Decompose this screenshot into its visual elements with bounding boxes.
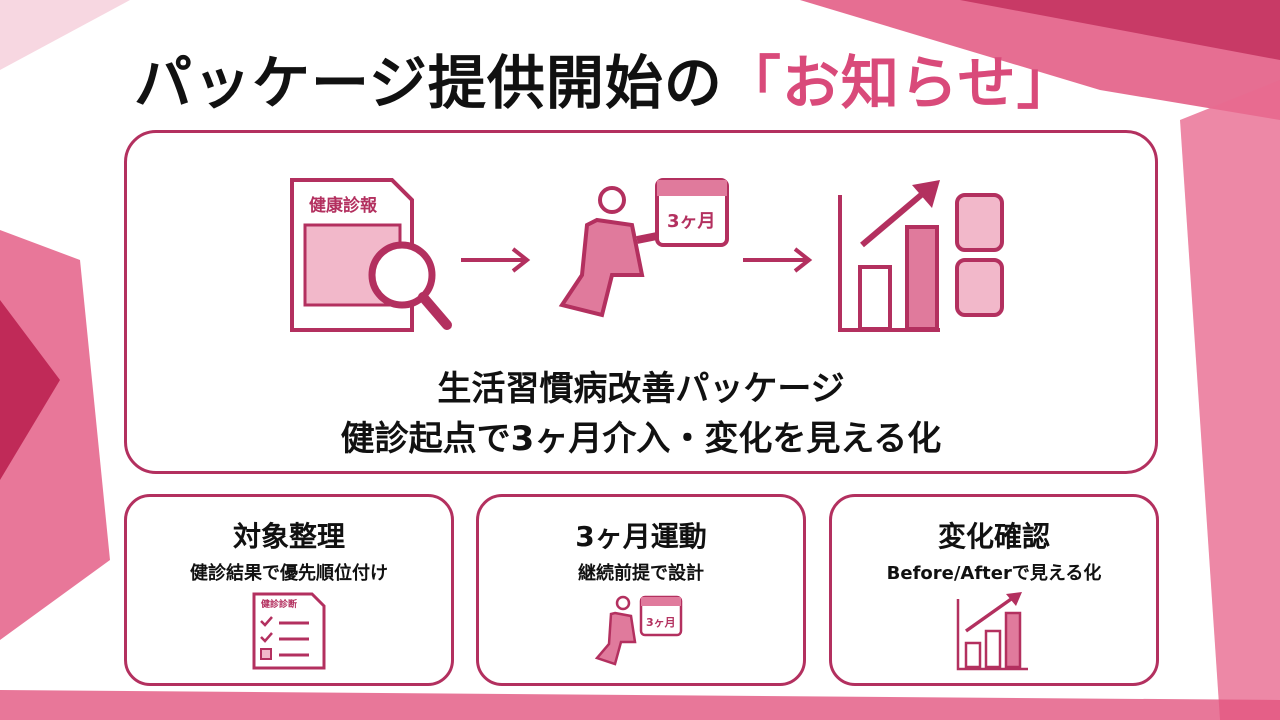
title-main: パッケージ提供開始の — [134, 49, 723, 117]
growth-chart-icon — [838, 180, 1004, 332]
health-report-icon: 健康診報 — [290, 178, 452, 332]
card-change-check: 変化確認 Before/Afterで見える化 — [829, 494, 1159, 686]
icon-label: 3ヶ月 — [646, 616, 676, 629]
hero-panel: 健康診報 3ヶ月 生活習慣病改善パッケージ 健診起点で3ヶ月介入・変化を見える化 — [124, 130, 1158, 474]
card-subtitle: 継続前提で設計 — [578, 563, 704, 584]
arrow-right-icon — [743, 247, 813, 273]
checklist-icon: 健診診断 — [252, 592, 326, 670]
card-target-organize: 対象整理 健診結果で優先順位付け 健診診断 — [124, 494, 454, 686]
icon-label: 健診診断 — [261, 598, 297, 610]
hero-headline: 生活習慣病改善パッケージ — [437, 369, 845, 409]
card-title: 3ヶ月運動 — [575, 520, 707, 553]
growth-chart-icon — [956, 592, 1028, 671]
card-subtitle: 健診結果で優先順位付け — [190, 563, 388, 584]
page-title: パッケージ提供開始の「お知らせ」 — [134, 36, 1076, 120]
card-subtitle: Before/Afterで見える化 — [886, 563, 1102, 584]
runner-calendar-icon: 3ヶ月 — [558, 178, 729, 318]
title-accent: 「お知らせ」 — [722, 49, 1076, 117]
hero-subheadline: 健診起点で3ヶ月介入・変化を見える化 — [340, 419, 942, 459]
card-title: 対象整理 — [232, 520, 345, 553]
card-title: 変化確認 — [937, 520, 1050, 553]
arrow-right-icon — [461, 247, 531, 273]
runner-calendar-icon: 3ヶ月 — [594, 595, 683, 666]
card-3month-exercise: 3ヶ月運動 継続前提で設計 3ヶ月 — [476, 494, 806, 686]
calendar-label: 3ヶ月 — [667, 211, 716, 232]
doc-label: 健康診報 — [309, 195, 378, 216]
